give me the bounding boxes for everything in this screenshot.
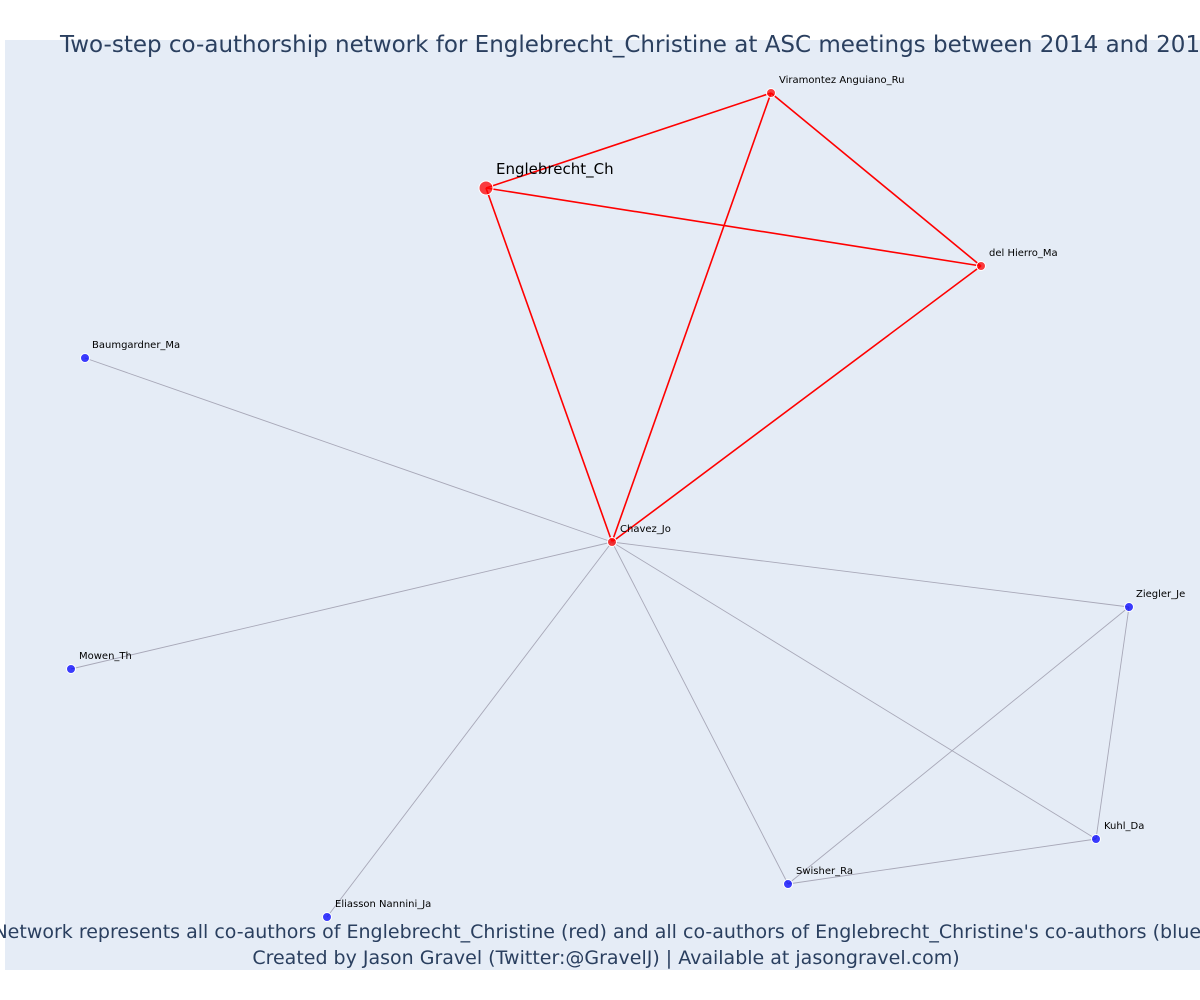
node-label-swisher: Swisher_Ra xyxy=(796,866,853,877)
node-swisher[interactable] xyxy=(783,879,793,889)
edge-chavez-baumgardner xyxy=(84,357,613,543)
node-label-mowen: Mowen_Th xyxy=(79,651,132,662)
caption-line-1: Network represents all co-authors of Eng… xyxy=(0,921,1200,943)
node-label-baumgardner: Baumgardner_Ma xyxy=(92,340,180,351)
node-mowen[interactable] xyxy=(66,664,76,674)
edge-englebrecht-viramontez xyxy=(485,92,772,189)
node-delhierro[interactable] xyxy=(976,261,986,271)
chart-title: Two-step co-authorship network for Engle… xyxy=(59,32,1200,58)
node-label-viramontez: Viramontez Anguiano_Ru xyxy=(779,75,904,86)
node-label-ziegler: Ziegler_Je xyxy=(1136,589,1185,600)
edge-chavez-mowen xyxy=(70,541,613,670)
node-baumgardner[interactable] xyxy=(80,353,90,363)
nodes-layer xyxy=(66,88,1134,922)
edge-kuhl-swisher xyxy=(787,838,1097,885)
edge-chavez-ziegler xyxy=(611,541,1130,608)
edge-ziegler-kuhl xyxy=(1095,606,1130,840)
node-label-eliasson: Eliasson Nannini_Ja xyxy=(335,899,431,910)
edge-chavez-eliasson xyxy=(326,541,613,918)
edge-delhierro-chavez xyxy=(611,265,982,543)
edge-ziegler-swisher xyxy=(787,606,1130,885)
edges-layer xyxy=(70,92,1130,918)
node-eliasson[interactable] xyxy=(322,912,332,922)
node-chavez[interactable] xyxy=(607,537,617,547)
edge-viramontez-delhierro xyxy=(770,92,982,267)
node-viramontez[interactable] xyxy=(766,88,776,98)
node-label-kuhl: Kuhl_Da xyxy=(1104,821,1144,832)
node-label-chavez: Chavez_Jo xyxy=(620,524,671,535)
labels-layer: Englebrecht_Ch Viramontez Anguiano_Rudel … xyxy=(79,75,1185,910)
edge-englebrecht-chavez xyxy=(485,187,613,543)
node-ziegler[interactable] xyxy=(1124,602,1134,612)
node-label-delhierro: del Hierro_Ma xyxy=(989,248,1058,259)
edge-viramontez-chavez xyxy=(611,92,772,543)
node-label-englebrecht: Englebrecht_Ch xyxy=(496,160,614,179)
edge-englebrecht-delhierro xyxy=(485,187,982,267)
node-englebrecht[interactable] xyxy=(478,180,494,196)
plot-background xyxy=(5,40,1200,970)
node-kuhl[interactable] xyxy=(1091,834,1101,844)
caption-line-2: Created by Jason Gravel (Twitter:@Gravel… xyxy=(252,947,959,969)
edge-chavez-kuhl xyxy=(611,541,1097,840)
edge-chavez-swisher xyxy=(611,541,789,885)
